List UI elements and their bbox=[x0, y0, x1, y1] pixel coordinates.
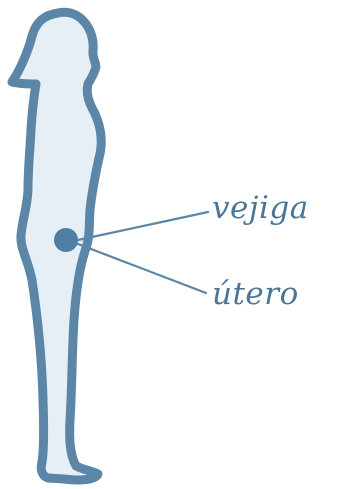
organ-dot bbox=[54, 228, 78, 252]
uterus-label: útero bbox=[212, 276, 299, 312]
bladder-label: vejiga bbox=[212, 190, 309, 226]
bladder-leader-line bbox=[78, 212, 208, 240]
uterus-leader-line bbox=[78, 244, 206, 293]
